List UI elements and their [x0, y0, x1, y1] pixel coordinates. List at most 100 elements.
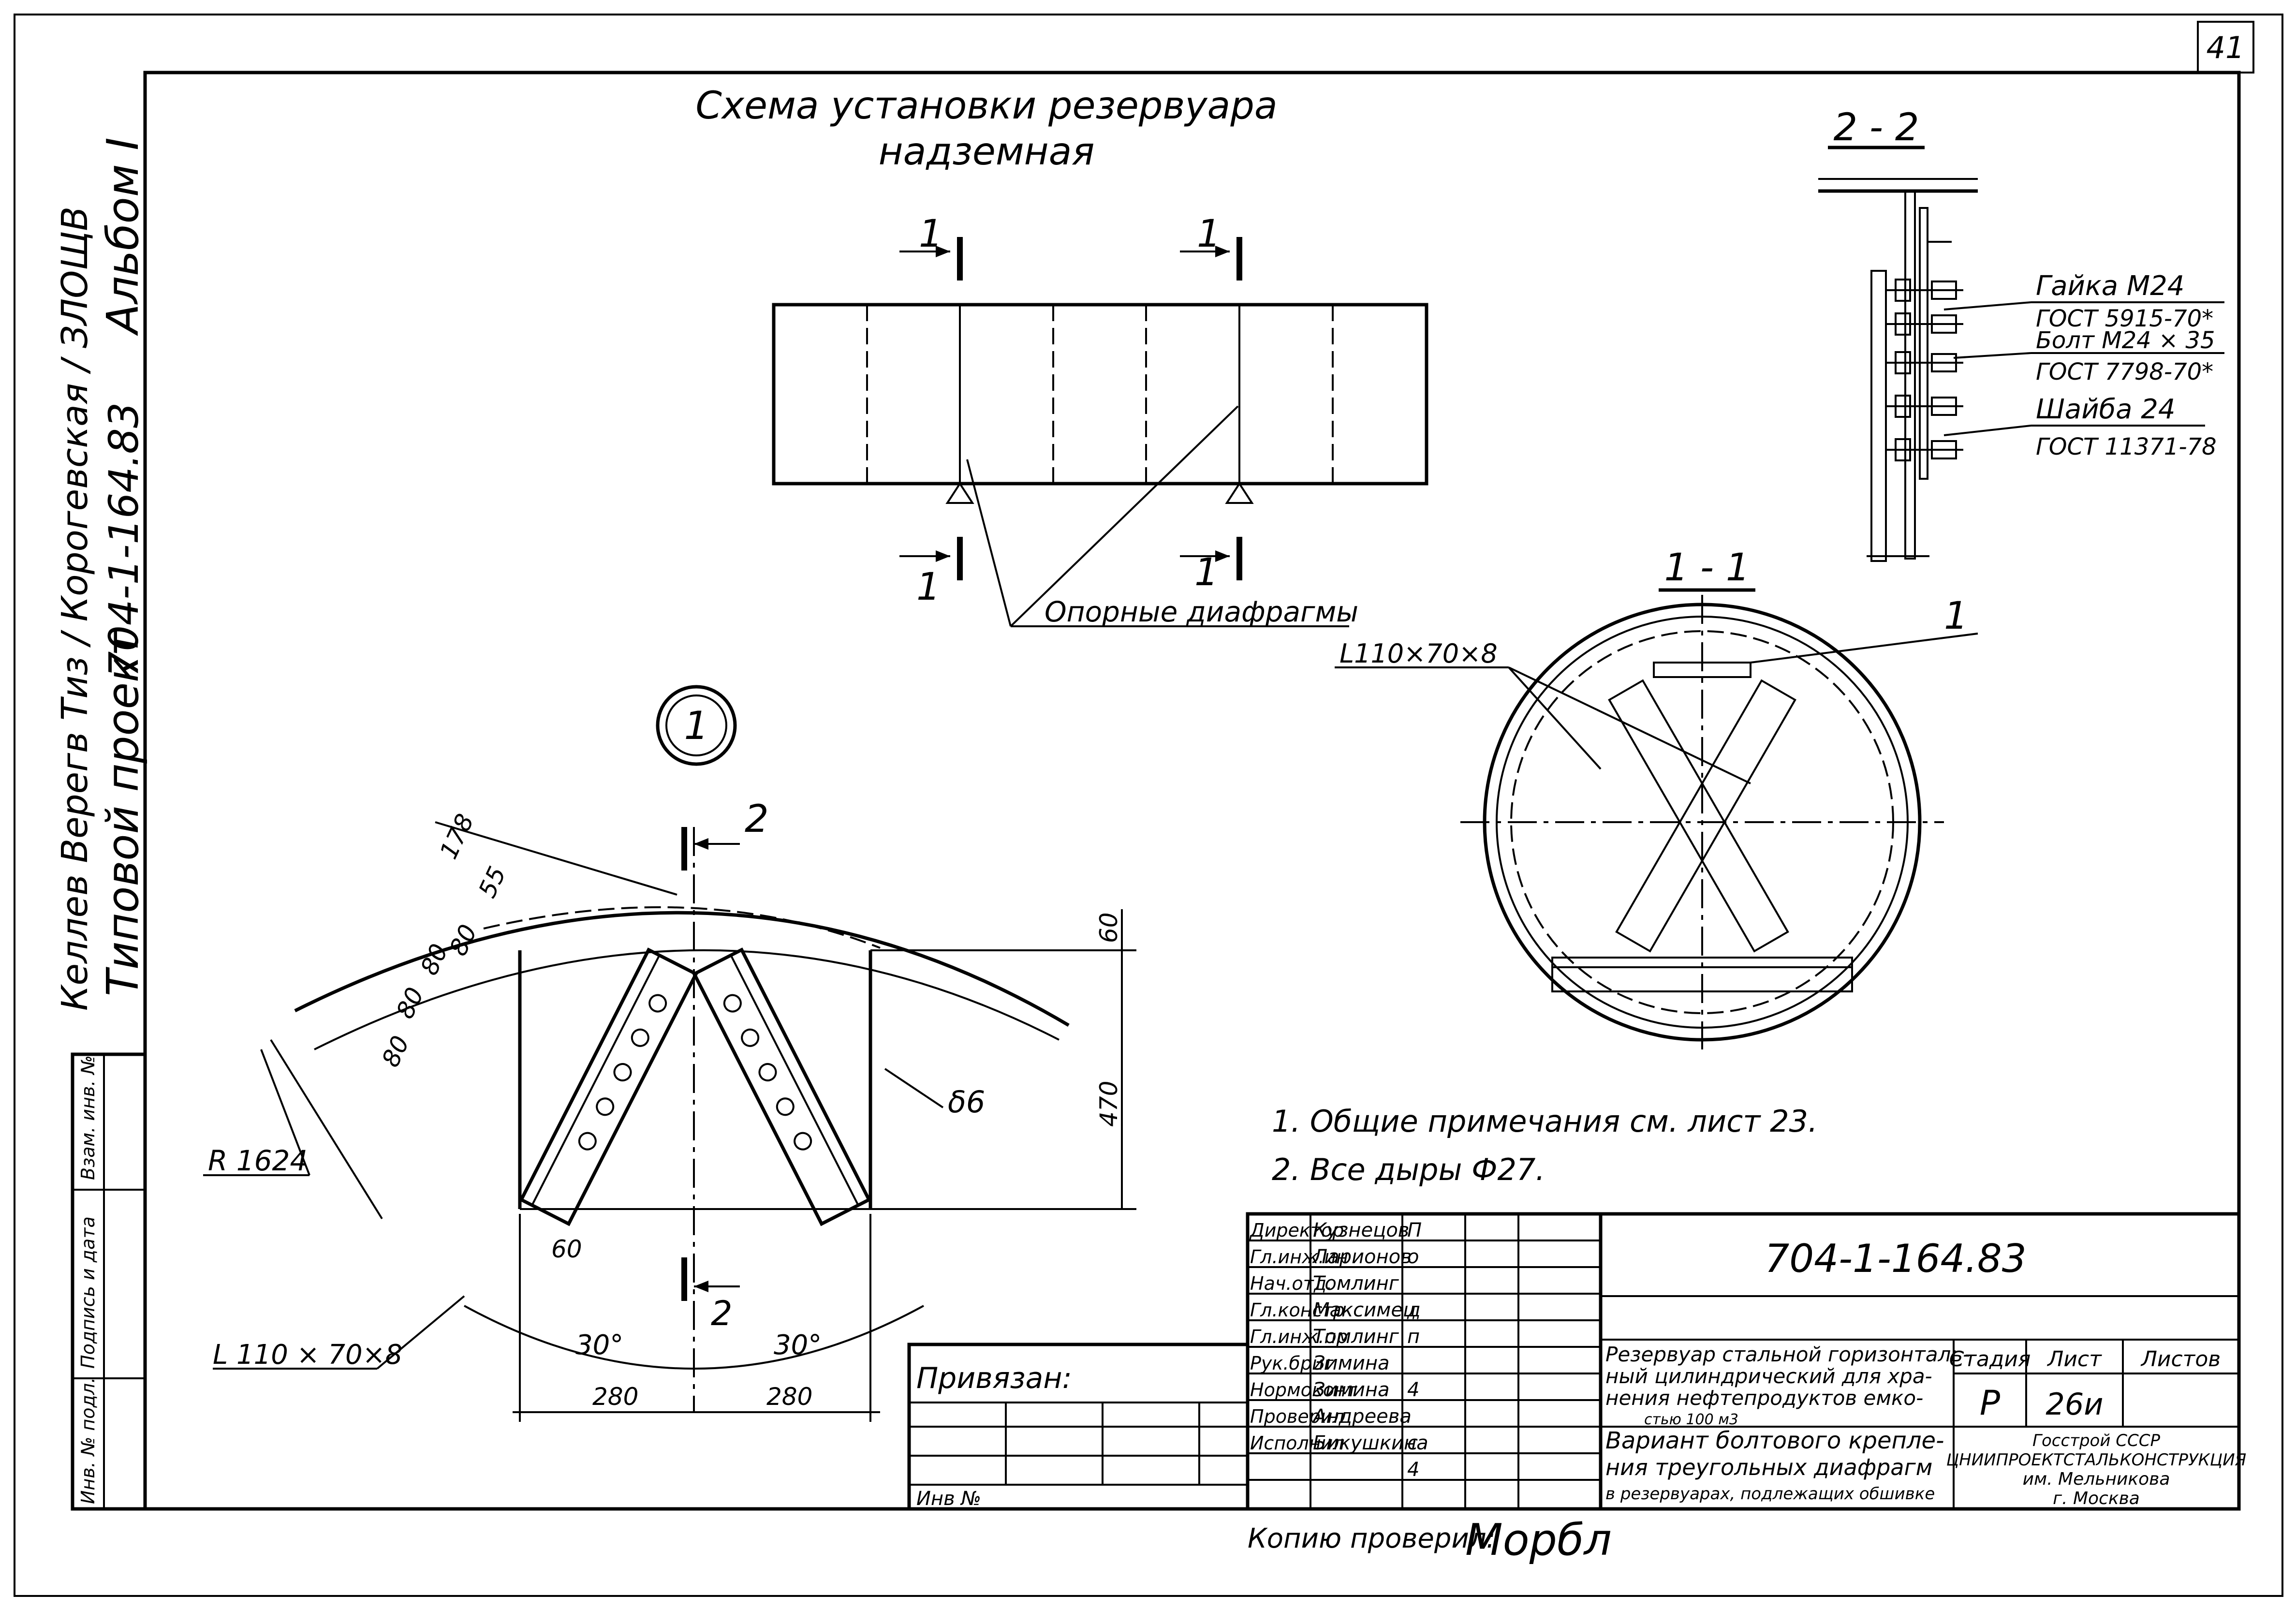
section-mark: 1	[916, 565, 941, 609]
sheet-value: 26и	[2046, 1387, 2103, 1422]
section-mark: 1	[1197, 212, 1221, 256]
diaphragm-callout: Опорные диафрагмы	[1045, 595, 1358, 628]
description-line: ный цилиндрический для хра-	[1605, 1364, 1932, 1388]
staff-sign: П	[1407, 1219, 1422, 1241]
left-strip-label: Подпись и дата	[77, 1216, 99, 1369]
staff-sign: с	[1407, 1432, 1418, 1454]
scheme-title: Схема установки резервуара	[695, 84, 1277, 128]
sheets-label: Листов	[2140, 1347, 2221, 1372]
staff-name: Томлинг	[1313, 1326, 1399, 1348]
cut-mark: 2	[745, 797, 769, 841]
staff-role: Гл.инж.пр	[1250, 1326, 1348, 1347]
staff-role: Гл.инж.ин	[1250, 1246, 1348, 1268]
staff-role: Нач.отд.	[1250, 1273, 1332, 1294]
inner-frame	[143, 71, 2241, 1511]
left-strip-label: Взам. инв. №	[77, 1055, 99, 1180]
fastener-label: ГОСТ 5915-70*	[2036, 305, 2213, 332]
left-strip: Взам. инв. № Подпись и дата Инв. № подл.	[71, 1052, 147, 1511]
title-block	[907, 1212, 2241, 1511]
fastener-label: Болт М24 × 35	[2036, 327, 2215, 354]
staff-role: Проверил	[1250, 1406, 1344, 1427]
radius-label: R 1624	[208, 1144, 308, 1177]
project-type: Типовой проект	[98, 630, 148, 996]
node-1-detail	[203, 821, 1136, 1422]
node-number: 1	[684, 703, 709, 748]
dimension: 280	[766, 1383, 812, 1411]
checked-label: Копию проверил:	[1248, 1523, 1495, 1554]
fastener-label: Гайка М24	[2036, 270, 2184, 302]
scheme-subtitle: надземная	[879, 130, 1095, 174]
staff-sign: п	[1407, 1326, 1420, 1348]
bound-label: Привязан:	[916, 1361, 1072, 1395]
staff-sign: 4	[1407, 1459, 1419, 1481]
node-marker	[656, 685, 737, 766]
staff-name: Бикушкина	[1313, 1432, 1428, 1454]
staff-sign: 4	[1407, 1379, 1419, 1401]
title-block-code: 704-1-164.83	[1765, 1236, 2026, 1281]
org-line: Госстрой СССР	[2032, 1431, 2160, 1450]
staff-name: Зимина	[1313, 1352, 1389, 1374]
dimension: 55	[473, 862, 511, 902]
dimension: 60	[1095, 912, 1123, 943]
description-line: Резервуар стальной горизонталь-	[1605, 1343, 1970, 1366]
org-line: ЦНИИПРОЕКТСТАЛЬКОНСТРУКЦИЯ	[1946, 1450, 2247, 1470]
sheet-number-box	[2197, 21, 2254, 74]
dimension: 60	[551, 1235, 582, 1263]
thickness-label: δ6	[948, 1084, 985, 1120]
sheet-number: 41	[2207, 30, 2245, 65]
staff-sign: д	[1407, 1299, 1421, 1321]
variant-line: ния треугольных диафрагм	[1605, 1454, 1932, 1480]
signature: Морбл	[1465, 1515, 1612, 1565]
staff-role: Рук.бриг	[1250, 1353, 1334, 1374]
handwritten-side-note: Келлев Верегв Тиз / Корогевская / ЗЛОЩВ	[54, 207, 96, 1011]
dimension: 280	[592, 1383, 638, 1411]
inv-label: Инв №	[916, 1488, 981, 1510]
staff-name: Ларионов	[1312, 1246, 1412, 1268]
fastener-label: ГОСТ 11371-78	[2036, 433, 2217, 460]
note: 2. Все дыры Ф27.	[1272, 1152, 1545, 1187]
dimension: 470	[1095, 1081, 1123, 1127]
cut-mark: 2	[711, 1294, 733, 1333]
staff-sign: о	[1407, 1246, 1419, 1268]
org-line: им. Мельникова	[2023, 1469, 2170, 1489]
section-mark: 1	[919, 212, 943, 256]
dimension: 80	[391, 983, 429, 1023]
staff-name: Зимина	[1313, 1379, 1389, 1401]
note: 1. Общие примечания см. лист 23.	[1272, 1104, 1818, 1139]
staff-role: Исполнил	[1250, 1432, 1345, 1454]
fastener-label: ГОСТ 7798-70*	[2036, 358, 2213, 385]
variant-line: в резервуарах, подлежащих обшивке	[1605, 1484, 1935, 1504]
staff-role: Гл.констр	[1250, 1299, 1345, 1321]
project-code-side: 704-1-164.83	[100, 402, 147, 677]
org-line: г. Москва	[2053, 1489, 2140, 1508]
left-strip-label: Инв. № подл.	[77, 1377, 99, 1504]
staff-name: Андреева	[1311, 1405, 1412, 1428]
angle-label: L110×70×8	[1339, 638, 1498, 669]
staff-name: Максимец	[1313, 1299, 1416, 1321]
staff-name: Томлинг	[1313, 1272, 1399, 1295]
stage-value: Р	[1980, 1383, 2001, 1423]
section-mark: 1	[1194, 551, 1219, 594]
description-line: нения нефтепродуктов емко-	[1605, 1386, 1923, 1410]
section-1-1-title: 1 - 1	[1664, 546, 1750, 590]
variant-line: Вариант болтового крепле-	[1605, 1427, 1944, 1454]
stage-label: Стадия	[1949, 1347, 2031, 1372]
staff-role: Нормоконт	[1250, 1379, 1358, 1401]
dimension: 80	[376, 1032, 414, 1071]
section-1-1-detail	[1335, 595, 1978, 1049]
angle-value: 30°	[575, 1329, 623, 1361]
dimension: 178	[434, 810, 479, 863]
staff-role: Директор	[1249, 1220, 1344, 1241]
sheet-label: Лист	[2046, 1347, 2102, 1372]
angle-value: 30°	[774, 1329, 822, 1361]
section-2-2-detail	[1818, 178, 2224, 562]
section-2-2-title: 2 - 2	[1834, 106, 1919, 149]
description-line: стью 100 м3	[1644, 1411, 1738, 1428]
outer-frame	[14, 14, 2283, 1597]
angle-profile-label: L 110 × 70×8	[213, 1339, 402, 1371]
album-title: Альбом I	[98, 137, 148, 336]
fastener-label: Шайба 24	[2036, 394, 2176, 425]
leader-number: 1	[1944, 594, 1968, 638]
staff-name: Кузнецов	[1313, 1219, 1409, 1241]
